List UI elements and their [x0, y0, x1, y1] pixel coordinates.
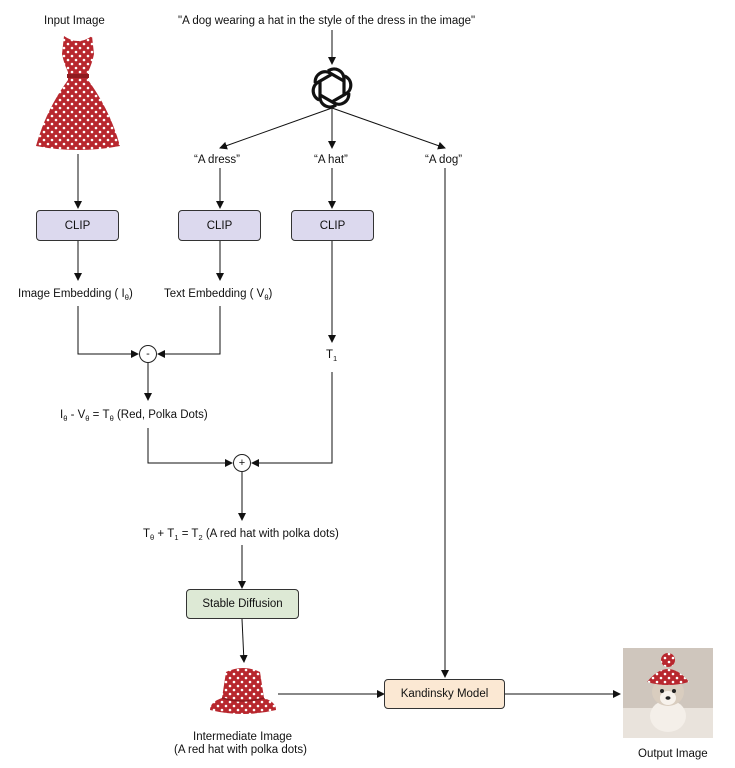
kandinsky-model-box: Kandinsky Model [384, 679, 505, 709]
stable-diffusion-box: Stable Diffusion [186, 589, 299, 619]
intermediate-image-caption: (A red hat with polka dots) [174, 744, 307, 756]
minus-operator: - [139, 345, 157, 363]
input-dress-image [36, 36, 120, 150]
clip-box-dress: CLIP [178, 210, 261, 241]
branch-hat-label: “A hat” [314, 154, 348, 166]
output-dog-image [623, 648, 713, 738]
text-embedding-label: Text Embedding ( Vθ) [164, 288, 273, 302]
clip-box-hat: CLIP [291, 210, 374, 241]
input-image-label: Input Image [44, 15, 105, 27]
difference-equation: Iθ - Vθ = Tθ (Red, Polka Dots) [60, 409, 208, 423]
sum-equation: Tθ + T1 = T2 (A red hat with polka dots) [143, 528, 339, 542]
branch-dog-label: “A dog” [425, 154, 463, 166]
output-image-label: Output Image [638, 748, 708, 760]
intermediate-image-label: Intermediate Image [193, 731, 293, 743]
branch-dress-label: “A dress” [194, 154, 241, 166]
clip-box-image: CLIP [36, 210, 119, 241]
image-embedding-label: Image Embedding ( Iθ) [18, 288, 133, 302]
plus-operator: + [233, 454, 251, 472]
intermediate-hat-image [210, 668, 276, 714]
openai-logo-icon [310, 66, 354, 110]
prompt-text: "A dog wearing a hat in the style of the… [178, 15, 476, 27]
t1-label: T1 [326, 349, 338, 363]
